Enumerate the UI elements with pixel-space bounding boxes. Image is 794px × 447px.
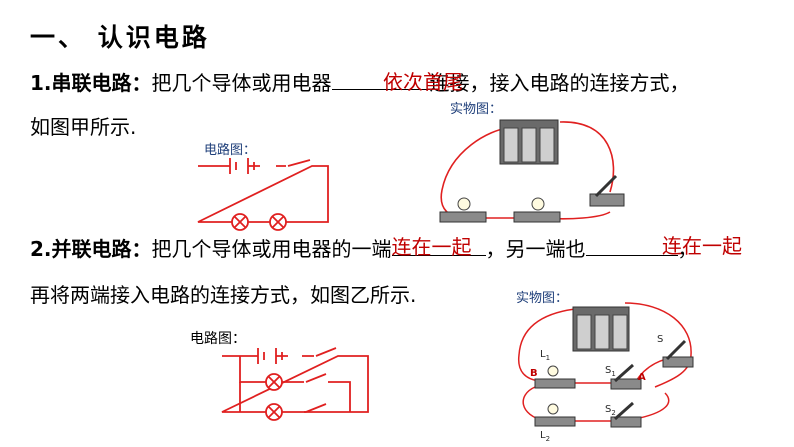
label-s2: S2 — [605, 404, 616, 417]
parallel-text-end: ， — [677, 237, 698, 261]
parallel-definition-line: 2.并联电路：把几个导体或用电器的一端连在一起 ，另一端也 ， — [30, 235, 698, 262]
parallel-answer-1: 连在一起 — [391, 235, 472, 259]
parallel-switch-s2 — [610, 401, 642, 428]
parallel-line2: 再将两端接入电路的连接方式，如图乙所示. — [30, 283, 417, 307]
series-circuit-diagram — [197, 158, 329, 231]
parallel-bulb-1 — [534, 365, 576, 389]
battery-box — [499, 119, 559, 165]
parallel-label: 2.并联电路： — [30, 237, 152, 261]
label-s: S — [657, 334, 664, 345]
parallel-switch-s1 — [610, 363, 642, 390]
series-line2: 如图甲所示. — [30, 115, 137, 139]
label-l2: L2 — [540, 430, 551, 443]
parallel-text-middle: ，另一端也 — [485, 237, 586, 261]
label-s1: S1 — [605, 365, 616, 378]
series-photo-caption: 实物图： — [450, 102, 503, 117]
parallel-answer-2: 连在一起 — [662, 234, 742, 258]
parallel-photo — [517, 302, 694, 428]
section-title: 一、 认识电路 — [30, 23, 210, 52]
series-text-before: 把几个导体或用电器 — [151, 71, 332, 95]
label-b: B — [530, 368, 538, 379]
series-photo — [439, 119, 625, 223]
parallel-blank-1: 连在一起 — [391, 235, 486, 259]
parallel-photo-caption: 实物图： — [516, 291, 569, 306]
parallel-switch-s — [662, 339, 694, 368]
label-l1: L1 — [540, 349, 551, 362]
series-blank — [331, 70, 430, 90]
series-definition-line: 1.串联电路：把几个导体或用电器 连接，接入电路的连接方式， — [30, 70, 690, 96]
parallel-circuit-diagram — [221, 347, 369, 421]
switch — [589, 174, 625, 207]
parallel-bulb-2 — [534, 403, 576, 427]
series-label: 1.串联电路： — [30, 71, 152, 95]
parallel-battery-box — [572, 306, 630, 352]
series-answer: 依次首尾 — [383, 70, 463, 94]
series-text-after: 连接，接入电路的连接方式， — [429, 71, 690, 95]
series-circuit-caption: 电路图： — [204, 143, 257, 158]
parallel-circuit-caption: 电路图： — [190, 331, 246, 347]
bulb-1 — [439, 197, 487, 223]
label-a: A — [638, 372, 646, 383]
bulb-2 — [513, 197, 561, 223]
parallel-text-before: 把几个导体或用电器的一端 — [151, 237, 392, 261]
parallel-blank-2 — [585, 236, 678, 256]
